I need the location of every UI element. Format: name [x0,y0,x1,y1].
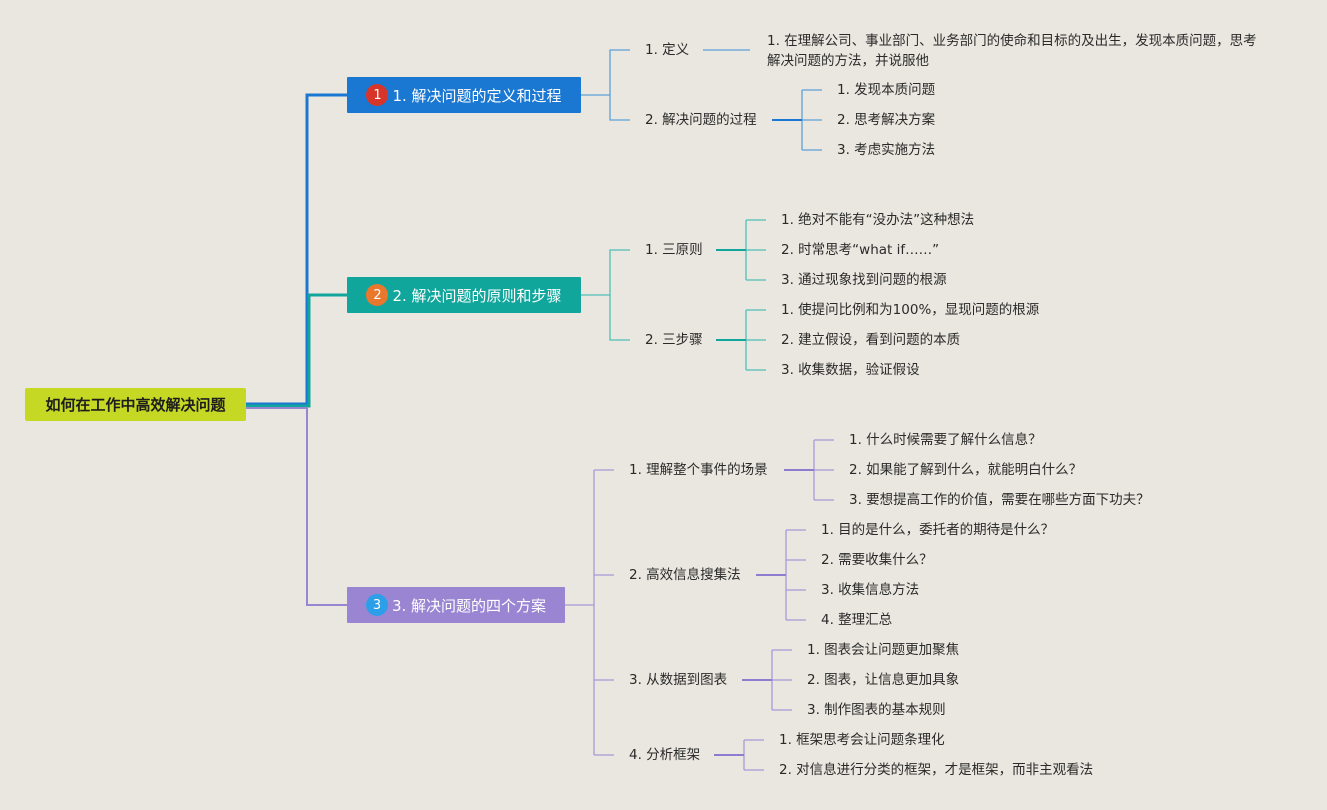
root-topic[interactable]: 如何在工作中高效解决问题 [25,388,246,421]
branch3-sub-links [714,469,814,756]
leaf-framework-1[interactable]: 1. 框架思考会让问题条理化 [779,732,945,748]
leaf-info-3[interactable]: 3. 收集信息方法 [821,582,920,598]
leaf-info-2[interactable]: 2. 需要收集什么？ [821,552,933,568]
leaf-info-4[interactable]: 4. 整理汇总 [821,612,893,628]
subtopic-principles[interactable]: 1. 三原则 [645,242,703,258]
branch-label-3: 3. 解决问题的四个方案 [391,596,547,615]
connector-root-branch2 [246,293,347,408]
leaf-scenario-3[interactable]: 3. 要想提高工作的价值，需要在哪些方面下功夫？ [849,492,1150,508]
leaf-definition-text[interactable]: 1. 在理解公司、事业部门、业务部门的使命和目标的及出生，发现本质问题，思考解决… [767,33,1257,69]
leaf-step-3[interactable]: 3. 收集数据，验证假设 [781,362,920,378]
leaf-framework-2[interactable]: 2. 对信息进行分类的框架，才是框架，而非主观看法 [779,762,1094,778]
branch-topic-2[interactable]: 2 2. 解决问题的原则和步骤 [347,277,581,313]
number-badge-3: 3 [365,594,388,616]
leaf-step-1[interactable]: 1. 使提问比例和为100%，显现问题的根源 [781,302,1040,318]
connector-root-branch1 [246,93,347,406]
leaf-scenario-1[interactable]: 1. 什么时候需要了解什么信息？ [849,432,1042,448]
leaf-chart-3[interactable]: 3. 制作图表的基本规则 [807,702,946,718]
leaf-principle-2[interactable]: 2. 时常思考“what if……” [781,242,940,258]
leaf-scenario-2[interactable]: 2. 如果能了解到什么，就能明白什么？ [849,462,1083,478]
leaf-process-3[interactable]: 3. 考虑实施方法 [837,142,936,158]
number-badge-1: 1 [366,84,389,106]
branch-topic-1[interactable]: 1 1. 解决问题的定义和过程 [347,77,581,113]
branch2-connectors [581,219,766,371]
leaf-principle-3[interactable]: 3. 通过现象找到问题的根源 [781,272,947,288]
subtopic-framework[interactable]: 4. 分析框架 [629,747,701,763]
subtopic-data-to-chart[interactable]: 3. 从数据到图表 [629,672,728,688]
subtopic-scenario[interactable]: 1. 理解整个事件的场景 [629,462,768,478]
branch-label-1: 1. 解决问题的定义和过程 [392,86,562,105]
branch-label-2: 2. 解决问题的原则和步骤 [392,286,562,305]
subtopic-definition[interactable]: 1. 定义 [645,42,690,58]
leaf-process-2[interactable]: 2. 思考解决方案 [837,112,936,128]
leaf-chart-2[interactable]: 2. 图表，让信息更加具象 [807,672,960,688]
leaf-step-2[interactable]: 2. 建立假设，看到问题的本质 [781,332,961,348]
number-badge-2: 2 [366,284,389,306]
subtopic-process[interactable]: 2. 解决问题的过程 [645,112,757,128]
connector-root-branch3 [246,407,347,606]
branch3-connectors [565,439,834,771]
leaf-chart-1[interactable]: 1. 图表会让问题更加聚焦 [807,642,960,658]
leaf-info-1[interactable]: 1. 目的是什么，委托者的期待是什么？ [821,522,1055,538]
branch-topic-3[interactable]: 3 3. 解决问题的四个方案 [347,587,565,623]
subtopic-steps[interactable]: 2. 三步骤 [645,332,703,348]
leaf-principle-1[interactable]: 1. 绝对不能有“没办法”这种想法 [781,212,975,228]
subtopic-info-collection[interactable]: 2. 高效信息搜集法 [629,567,741,583]
leaf-process-1[interactable]: 1. 发现本质问题 [837,82,936,98]
